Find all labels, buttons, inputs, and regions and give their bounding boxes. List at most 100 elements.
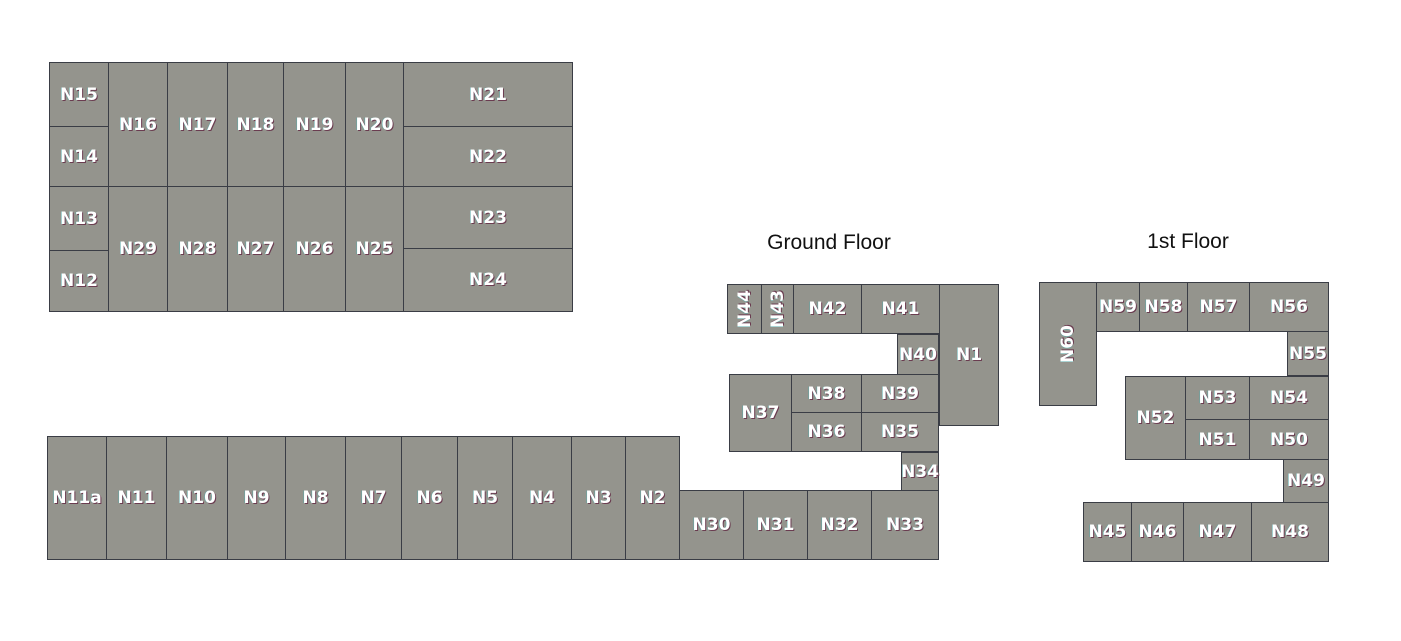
room-n53[interactable]: N53 xyxy=(1185,376,1250,420)
room-n44[interactable]: N44 xyxy=(727,284,762,334)
room-label: N41 xyxy=(881,299,920,319)
room-n14[interactable]: N14 xyxy=(49,126,109,187)
room-n5[interactable]: N5 xyxy=(457,436,513,560)
room-label: N42 xyxy=(808,299,847,319)
room-label: N47 xyxy=(1198,522,1237,542)
room-n42[interactable]: N42 xyxy=(793,284,862,334)
room-n41[interactable]: N41 xyxy=(861,284,940,334)
room-n11[interactable]: N11 xyxy=(106,436,167,560)
room-label: N6 xyxy=(416,488,443,508)
room-n57[interactable]: N57 xyxy=(1187,282,1250,332)
room-n35[interactable]: N35 xyxy=(861,412,939,452)
room-label: N49 xyxy=(1287,471,1325,491)
room-n56[interactable]: N56 xyxy=(1249,282,1329,332)
room-label: N36 xyxy=(807,422,846,442)
room-n40[interactable]: N40 xyxy=(897,334,939,375)
room-n38[interactable]: N38 xyxy=(791,374,862,413)
room-n49[interactable]: N49 xyxy=(1283,459,1329,503)
room-n52[interactable]: N52 xyxy=(1125,376,1186,460)
room-label: N29 xyxy=(119,239,157,259)
room-n4[interactable]: N4 xyxy=(512,436,572,560)
room-n54[interactable]: N54 xyxy=(1249,376,1329,420)
room-n21[interactable]: N21 xyxy=(403,62,573,127)
room-n15[interactable]: N15 xyxy=(49,62,109,127)
room-n18[interactable]: N18 xyxy=(227,62,284,187)
room-n47[interactable]: N47 xyxy=(1183,502,1252,562)
room-n46[interactable]: N46 xyxy=(1131,502,1184,562)
room-label: N15 xyxy=(60,84,98,105)
room-n50[interactable]: N50 xyxy=(1249,419,1329,460)
ground-floor-label: Ground Floor xyxy=(767,231,891,254)
room-label: N13 xyxy=(60,208,98,229)
room-label: N10 xyxy=(178,488,216,508)
room-label: N28 xyxy=(178,239,217,259)
room-label: N32 xyxy=(820,515,859,535)
room-n45[interactable]: N45 xyxy=(1083,502,1132,562)
room-n37[interactable]: N37 xyxy=(729,374,792,452)
room-n11a[interactable]: N11a xyxy=(47,436,107,560)
room-label: N18 xyxy=(236,114,275,135)
room-n39[interactable]: N39 xyxy=(861,374,939,413)
room-n48[interactable]: N48 xyxy=(1251,502,1329,562)
room-n27[interactable]: N27 xyxy=(227,186,284,312)
room-label: N12 xyxy=(60,271,98,291)
room-label: N1 xyxy=(955,345,983,365)
room-n7[interactable]: N7 xyxy=(345,436,402,560)
room-label: N8 xyxy=(302,488,329,508)
room-label: N24 xyxy=(469,270,507,290)
room-n19[interactable]: N19 xyxy=(283,62,346,187)
room-label: N3 xyxy=(585,488,612,508)
room-label: N54 xyxy=(1270,388,1308,408)
room-label: N40 xyxy=(899,344,937,365)
room-n6[interactable]: N6 xyxy=(401,436,458,560)
first-floor-label: 1st Floor xyxy=(1147,230,1229,253)
room-n26[interactable]: N26 xyxy=(283,186,346,312)
room-n60[interactable]: N60 xyxy=(1039,282,1097,406)
room-n20[interactable]: N20 xyxy=(345,62,404,187)
room-label: N53 xyxy=(1198,388,1237,408)
room-label: N7 xyxy=(360,488,387,508)
room-label: N57 xyxy=(1199,297,1238,317)
room-n58[interactable]: N58 xyxy=(1139,282,1188,332)
room-n2[interactable]: N2 xyxy=(625,436,680,560)
room-label: N2 xyxy=(639,488,666,508)
room-label: N16 xyxy=(119,114,157,135)
room-label: N55 xyxy=(1289,343,1327,364)
room-label: N23 xyxy=(469,207,507,228)
room-n23[interactable]: N23 xyxy=(403,186,573,249)
room-n17[interactable]: N17 xyxy=(167,62,228,187)
room-n10[interactable]: N10 xyxy=(166,436,228,560)
room-n30[interactable]: N30 xyxy=(679,490,744,560)
room-label: N60 xyxy=(1057,325,1078,363)
room-n29[interactable]: N29 xyxy=(108,186,168,312)
room-label: N21 xyxy=(469,84,507,105)
room-n13[interactable]: N13 xyxy=(49,186,109,251)
room-n9[interactable]: N9 xyxy=(227,436,286,560)
room-n34[interactable]: N34 xyxy=(901,452,939,491)
room-n33[interactable]: N33 xyxy=(871,490,939,560)
room-label: N26 xyxy=(295,239,334,259)
room-label: N31 xyxy=(756,515,795,535)
room-label: N19 xyxy=(295,114,334,135)
room-label: N58 xyxy=(1144,297,1183,317)
room-n1[interactable]: N1 xyxy=(939,284,999,426)
room-n8[interactable]: N8 xyxy=(285,436,346,560)
room-n3[interactable]: N3 xyxy=(571,436,626,560)
room-n55[interactable]: N55 xyxy=(1287,331,1329,376)
room-n59[interactable]: N59 xyxy=(1096,282,1140,332)
room-label: N4 xyxy=(528,488,556,508)
room-n32[interactable]: N32 xyxy=(807,490,872,560)
room-n31[interactable]: N31 xyxy=(743,490,808,560)
room-n12[interactable]: N12 xyxy=(49,250,109,312)
room-n43[interactable]: N43 xyxy=(761,284,794,334)
room-n16[interactable]: N16 xyxy=(108,62,168,187)
room-label: N46 xyxy=(1138,522,1177,542)
room-n22[interactable]: N22 xyxy=(403,126,573,187)
room-label: N5 xyxy=(471,488,499,508)
room-n24[interactable]: N24 xyxy=(403,248,573,312)
room-n36[interactable]: N36 xyxy=(791,412,862,452)
room-n28[interactable]: N28 xyxy=(167,186,228,312)
room-label: N14 xyxy=(60,146,98,167)
room-n51[interactable]: N51 xyxy=(1185,419,1250,460)
room-n25[interactable]: N25 xyxy=(345,186,404,312)
